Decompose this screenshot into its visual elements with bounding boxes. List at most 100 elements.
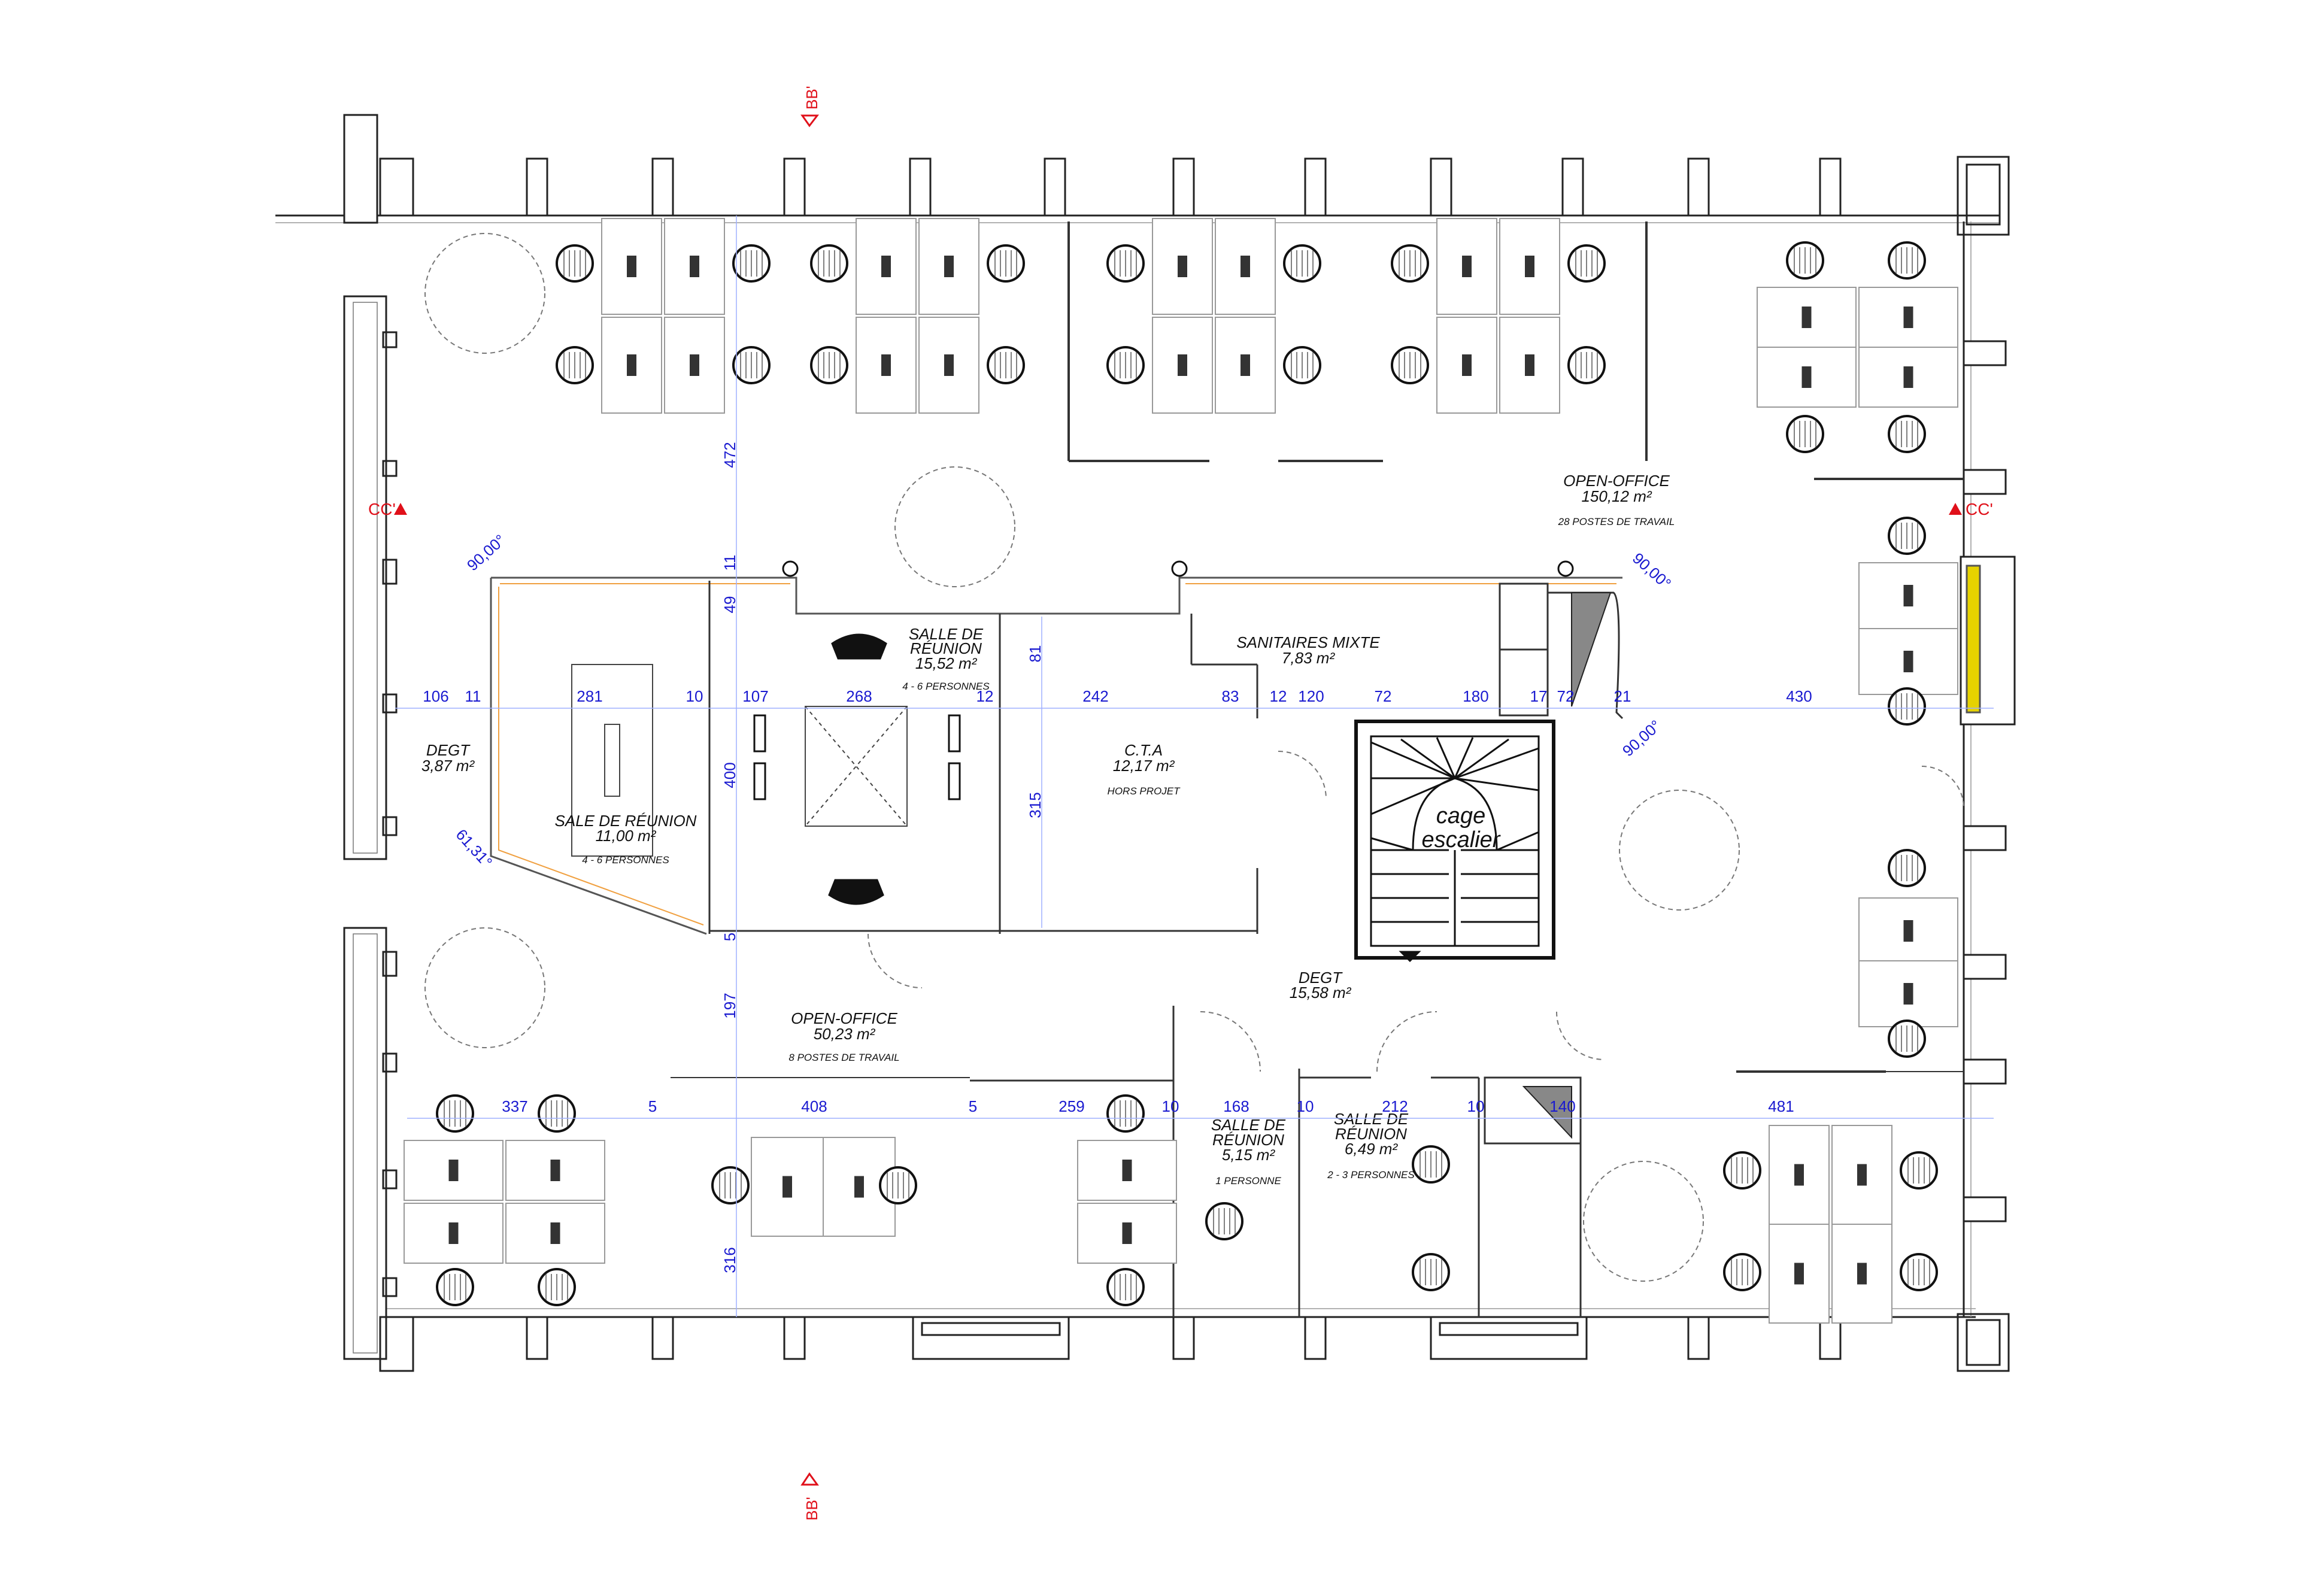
office-chair-icon — [1888, 517, 1926, 555]
office-chair-icon — [1283, 346, 1321, 384]
dimension-label: 5 — [969, 1097, 977, 1115]
dimension-label: 83 — [1222, 687, 1239, 705]
room-area-open-office-small: 50,23 m² — [814, 1025, 876, 1043]
dimension-label: 10 — [1162, 1097, 1179, 1115]
dimension-label: 197 — [721, 993, 739, 1018]
monitor-icon — [627, 256, 636, 277]
section-arrow-bb-bottom — [800, 1472, 819, 1486]
office-chair-icon — [556, 346, 594, 384]
shafts — [1522, 592, 1612, 1139]
office-chair-icon — [1888, 687, 1926, 726]
office-chair-icon — [1888, 415, 1926, 453]
dimension-label: 180 — [1463, 687, 1488, 705]
monitor-icon — [690, 256, 699, 277]
office-chair-icon — [1786, 415, 1824, 453]
monitor-icon — [1462, 256, 1472, 277]
dimension-label: 315 — [1026, 792, 1044, 818]
office-chair-icon — [556, 244, 594, 283]
dimension-label: 107 — [742, 687, 768, 705]
desk — [1436, 317, 1497, 414]
dimension-label: 472 — [721, 442, 739, 468]
monitor-icon — [1122, 1160, 1132, 1181]
office-chair-icon — [1106, 1268, 1145, 1306]
office-chair-icon — [436, 1094, 474, 1133]
room-note-sale-reunion-11: 4 - 6 PERSONNES — [582, 854, 669, 866]
room-name-degt-left: DEGT — [426, 741, 471, 759]
monitor-icon — [550, 1160, 560, 1181]
dimension-label: 400 — [721, 762, 739, 788]
monitor-icon — [1122, 1222, 1132, 1244]
office-chair-icon — [732, 346, 771, 384]
door-swings — [424, 233, 1964, 1282]
monitor-icon — [1903, 983, 1913, 1005]
monitor-icon — [1801, 366, 1812, 388]
office-chair-icon — [1106, 1094, 1145, 1133]
room-area-salle-reunion-5: 5,15 m² — [1222, 1146, 1275, 1164]
monitor-icon — [690, 354, 699, 376]
monitor-icon — [1794, 1263, 1804, 1285]
office-chair-icon — [1888, 241, 1926, 280]
room-name-degt-center: DEGT — [1299, 969, 1343, 987]
room-area-salle-reunion-15: 15,52 m² — [915, 654, 978, 672]
monitor-icon — [944, 256, 954, 277]
room-name-sale-reunion-11: SALE DE RÉUNION — [555, 812, 697, 830]
right-facade — [1960, 340, 2016, 1222]
section-label-bb-bottom: BB' — [803, 1497, 821, 1521]
monitor-icon — [1801, 307, 1812, 328]
monitor-icon — [1903, 920, 1913, 942]
room-note-salle-reunion-5: 1 PERSONNE — [1215, 1175, 1281, 1187]
room-area-open-office-main: 150,12 m² — [1581, 487, 1652, 505]
dimension-label: 242 — [1082, 687, 1108, 705]
office-chair-icon — [436, 1268, 474, 1306]
dimension-label: 212 — [1382, 1097, 1408, 1115]
office-chair-icon — [732, 244, 771, 283]
room-area-salle-reunion-6: 6,49 m² — [1345, 1140, 1398, 1158]
dimension-label: 268 — [846, 687, 872, 705]
monitor-icon — [1178, 354, 1187, 376]
bottom-pilasters — [526, 1316, 1842, 1360]
office-chair-icon — [810, 346, 848, 384]
dimension-label: 281 — [577, 687, 602, 705]
dimension-label: 10 — [1297, 1097, 1314, 1115]
dimension-label: 11 — [721, 555, 739, 571]
dimension-label: 430 — [1786, 687, 1812, 705]
office-chair-icon — [1900, 1253, 1938, 1291]
dimension-label: 337 — [502, 1097, 527, 1115]
dimension-label: 120 — [1298, 687, 1324, 705]
room-name-salle-reunion-6-line1: SALLE DE — [1334, 1110, 1409, 1128]
exterior-walls — [275, 114, 2010, 1372]
monitor-icon — [448, 1222, 459, 1244]
section-label-cc-left: CC' — [368, 500, 396, 518]
dimension-label: 49 — [721, 596, 739, 614]
meeting-tables — [571, 664, 908, 857]
monitor-icon — [854, 1176, 864, 1198]
monitor-icon — [1903, 366, 1913, 388]
monitor-icon — [1241, 354, 1250, 376]
armchairs — [753, 633, 961, 905]
dimension-label: 11 — [465, 687, 481, 705]
office-chair-icon — [1412, 1145, 1450, 1184]
dimension-label: 72 — [1557, 687, 1575, 705]
office-chair-icon — [1106, 346, 1145, 384]
room-name-salle-reunion-6-line2: RÉUNION — [1335, 1125, 1407, 1143]
office-chair-icon — [987, 244, 1025, 283]
office-chair-icon — [810, 244, 848, 283]
section-label-bb-top: BB' — [803, 86, 821, 110]
dimension-label: 12 — [976, 687, 994, 705]
dimension-label: 481 — [1768, 1097, 1794, 1115]
room-area-sale-reunion-11: 11,00 m² — [596, 827, 657, 845]
room-area-sanitaires: 7,83 m² — [1282, 649, 1335, 667]
monitor-icon — [1178, 256, 1187, 277]
room-name-salle-reunion-15-line1: SALLE DE — [909, 625, 984, 643]
office-chair-icon — [711, 1166, 750, 1204]
dimension-label: 5 — [721, 933, 739, 941]
dimension-label: 21 — [1614, 687, 1631, 705]
office-chair-icon — [987, 346, 1025, 384]
monitor-icon — [1857, 1164, 1867, 1186]
workstations — [404, 218, 1958, 1324]
room-name-cta: C.T.A — [1124, 741, 1163, 759]
dimension-label: 10 — [1467, 1097, 1485, 1115]
monitor-icon — [881, 256, 891, 277]
